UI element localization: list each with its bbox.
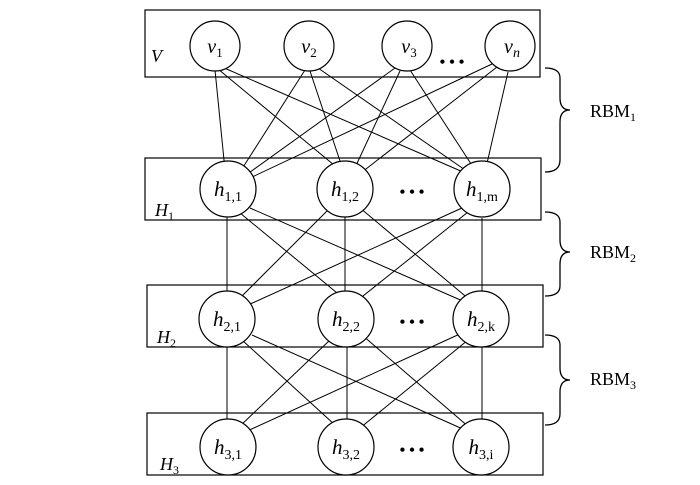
node-v1 — [189, 20, 241, 72]
brace-rbm1 — [544, 67, 571, 173]
node-v3 — [381, 20, 433, 72]
layer-label-h3: H3 — [159, 454, 179, 477]
label-h3-i: h3,i — [469, 435, 494, 463]
layer-v-nodes — [189, 20, 536, 72]
connections-v-h1 — [214, 63, 509, 179]
layer-h3-nodes — [199, 418, 510, 476]
label-v3: v3 — [401, 36, 416, 60]
node-h3-i — [452, 418, 510, 476]
label-h1-1: h1,1 — [214, 177, 242, 205]
brace-rbm2 — [544, 211, 571, 297]
label-h1-2: h1,2 — [331, 177, 359, 205]
label-h2-1: h2,1 — [213, 307, 241, 335]
node-h2-2 — [317, 290, 375, 348]
label-h3-2: h3,2 — [332, 435, 360, 463]
label-v2: v2 — [301, 36, 316, 60]
layer-h1-nodes — [199, 160, 511, 218]
layer-label-h2: H2 — [156, 327, 176, 350]
label-h2-2: h2,2 — [332, 307, 360, 335]
layer-label-v: V — [151, 46, 164, 66]
node-vn — [484, 20, 536, 72]
node-h1-1 — [199, 160, 257, 218]
brace-rbm3 — [544, 334, 571, 426]
node-v2 — [283, 20, 335, 72]
layer-label-h1: H1 — [154, 200, 174, 223]
label-v1: v1 — [207, 36, 222, 60]
node-h1-m — [453, 160, 511, 218]
node-h2-k — [452, 290, 510, 348]
rbm-label-1: RBM1 — [590, 101, 636, 124]
ellipsis-h1: • • • — [400, 184, 425, 201]
ellipsis-h2: • • • — [400, 314, 425, 331]
label-h1-m: h1,m — [466, 177, 498, 205]
node-h3-2 — [317, 418, 375, 476]
rbm-label-3: RBM3 — [590, 369, 636, 392]
label-h2-k: h2,k — [467, 307, 495, 335]
ellipsis-h3: • • • — [400, 442, 425, 459]
label-vn: vn — [504, 36, 520, 61]
layer-h2-nodes — [198, 290, 510, 348]
connections-h1-h2 — [226, 207, 483, 306]
ellipsis-v: • • • — [440, 54, 465, 71]
label-h3-1: h3,1 — [214, 435, 242, 463]
node-h2-1 — [198, 290, 256, 348]
rbm-braces — [544, 67, 571, 426]
node-h1-2 — [316, 160, 374, 218]
rbm-label-2: RBM2 — [590, 242, 636, 265]
connections-h2-h3 — [226, 332, 483, 433]
layer-box-v — [144, 9, 541, 78]
layer-box-h1 — [144, 157, 542, 221]
node-h3-1 — [199, 418, 257, 476]
